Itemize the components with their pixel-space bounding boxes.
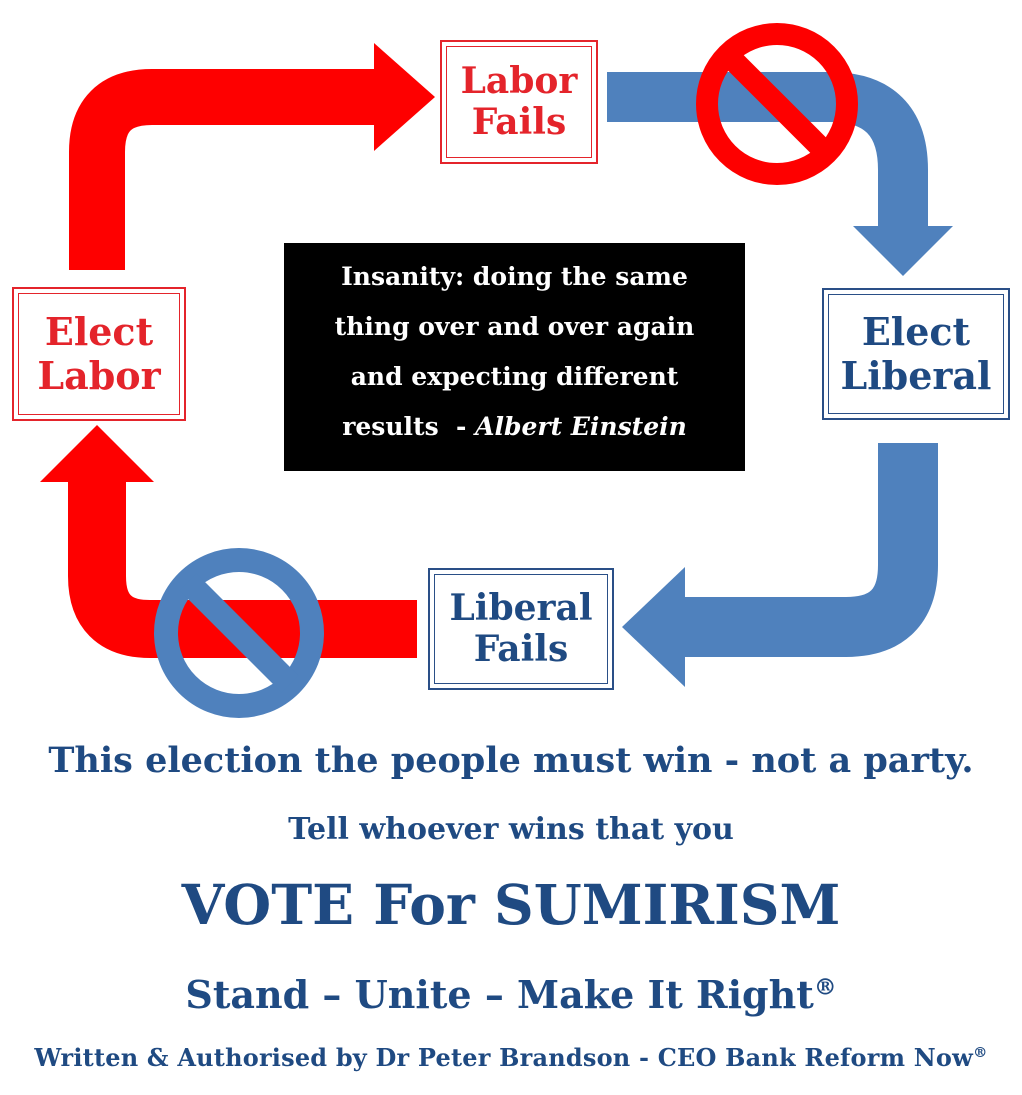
- quote-line-2: thing over and over again: [334, 312, 695, 341]
- authorisation-label: Written & Authorised by Dr Peter Brandso…: [34, 1043, 973, 1072]
- quote-line-4-prefix: results -: [342, 412, 476, 441]
- quote-line-1: Insanity: doing the same: [341, 262, 688, 291]
- tell-text: Tell whoever wins that you: [288, 812, 734, 847]
- authorisation-text: Written & Authorised by Dr Peter Brandso…: [0, 1043, 1022, 1072]
- quote-line-3: and expecting different: [350, 362, 679, 391]
- elect-liberal-box: Elect Liberal: [822, 288, 1010, 420]
- prohibition-sign-icon-red: [696, 23, 858, 185]
- elect-liberal-label: Elect Liberal: [840, 309, 992, 398]
- quote-author: Albert Einstein: [475, 412, 687, 441]
- elect-labor-box: Elect Labor: [12, 287, 186, 421]
- quote-line-4: results - Albert Einstein: [284, 402, 745, 452]
- red-arrow-right-icon: [69, 43, 435, 270]
- labor-fails-label: Labor Fails: [460, 59, 578, 143]
- red-arrow-up-icon: [40, 425, 417, 658]
- stand-unite-label: Stand – Unite – Make It Right: [185, 972, 814, 1017]
- registered-mark-small: ®: [972, 1044, 988, 1061]
- vote-headline: VOTE For SUMIRISM: [181, 872, 841, 937]
- cycle-diagram: [40, 23, 953, 718]
- elect-labor-label: Elect Labor: [37, 309, 161, 398]
- slogan-text: This election the people must win - not …: [48, 740, 974, 781]
- stand-unite-text: Stand – Unite – Make It Right®: [0, 972, 1022, 1017]
- labor-fails-box: Labor Fails: [440, 40, 598, 164]
- liberal-fails-box: Liberal Fails: [428, 568, 614, 690]
- registered-mark: ®: [813, 974, 837, 1001]
- liberal-fails-label: Liberal Fails: [449, 586, 593, 670]
- einstein-quote-box: Insanity: doing the same thing over and …: [284, 243, 745, 471]
- blue-arrow-left-icon: [622, 443, 938, 687]
- prohibition-sign-icon-blue: [154, 548, 324, 718]
